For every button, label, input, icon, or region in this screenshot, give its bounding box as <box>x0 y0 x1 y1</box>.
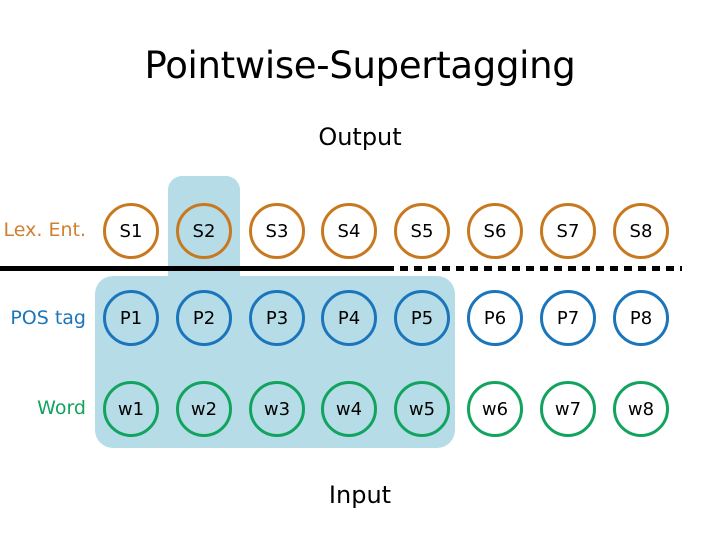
node-s4[interactable]: S4 <box>321 203 377 259</box>
node-p6[interactable]: P6 <box>467 290 523 346</box>
node-w2[interactable]: w2 <box>176 381 232 437</box>
node-w4[interactable]: w4 <box>321 381 377 437</box>
node-s2[interactable]: S2 <box>176 203 232 259</box>
divider-dashed <box>386 266 682 271</box>
node-p5[interactable]: P5 <box>394 290 450 346</box>
node-s3[interactable]: S3 <box>249 203 305 259</box>
divider-solid <box>0 266 386 271</box>
node-p3[interactable]: P3 <box>249 290 305 346</box>
page-title: Pointwise-Supertagging <box>144 44 576 87</box>
row-label-pos-tag: POS tag <box>10 307 86 329</box>
node-s7[interactable]: S7 <box>540 203 596 259</box>
node-w6[interactable]: w6 <box>467 381 523 437</box>
output-label: Output <box>318 123 402 151</box>
node-p1[interactable]: P1 <box>103 290 159 346</box>
node-p7[interactable]: P7 <box>540 290 596 346</box>
node-w3[interactable]: w3 <box>249 381 305 437</box>
row-label-lex-ent: Lex. Ent. <box>3 219 86 241</box>
node-p2[interactable]: P2 <box>176 290 232 346</box>
node-p4[interactable]: P4 <box>321 290 377 346</box>
node-s8[interactable]: S8 <box>613 203 669 259</box>
node-w1[interactable]: w1 <box>103 381 159 437</box>
node-s6[interactable]: S6 <box>467 203 523 259</box>
node-w8[interactable]: w8 <box>613 381 669 437</box>
input-label: Input <box>328 481 392 509</box>
node-s1[interactable]: S1 <box>103 203 159 259</box>
row-label-word: Word <box>37 397 86 419</box>
node-w5[interactable]: w5 <box>394 381 450 437</box>
node-p8[interactable]: P8 <box>613 290 669 346</box>
node-s5[interactable]: S5 <box>394 203 450 259</box>
node-w7[interactable]: w7 <box>540 381 596 437</box>
